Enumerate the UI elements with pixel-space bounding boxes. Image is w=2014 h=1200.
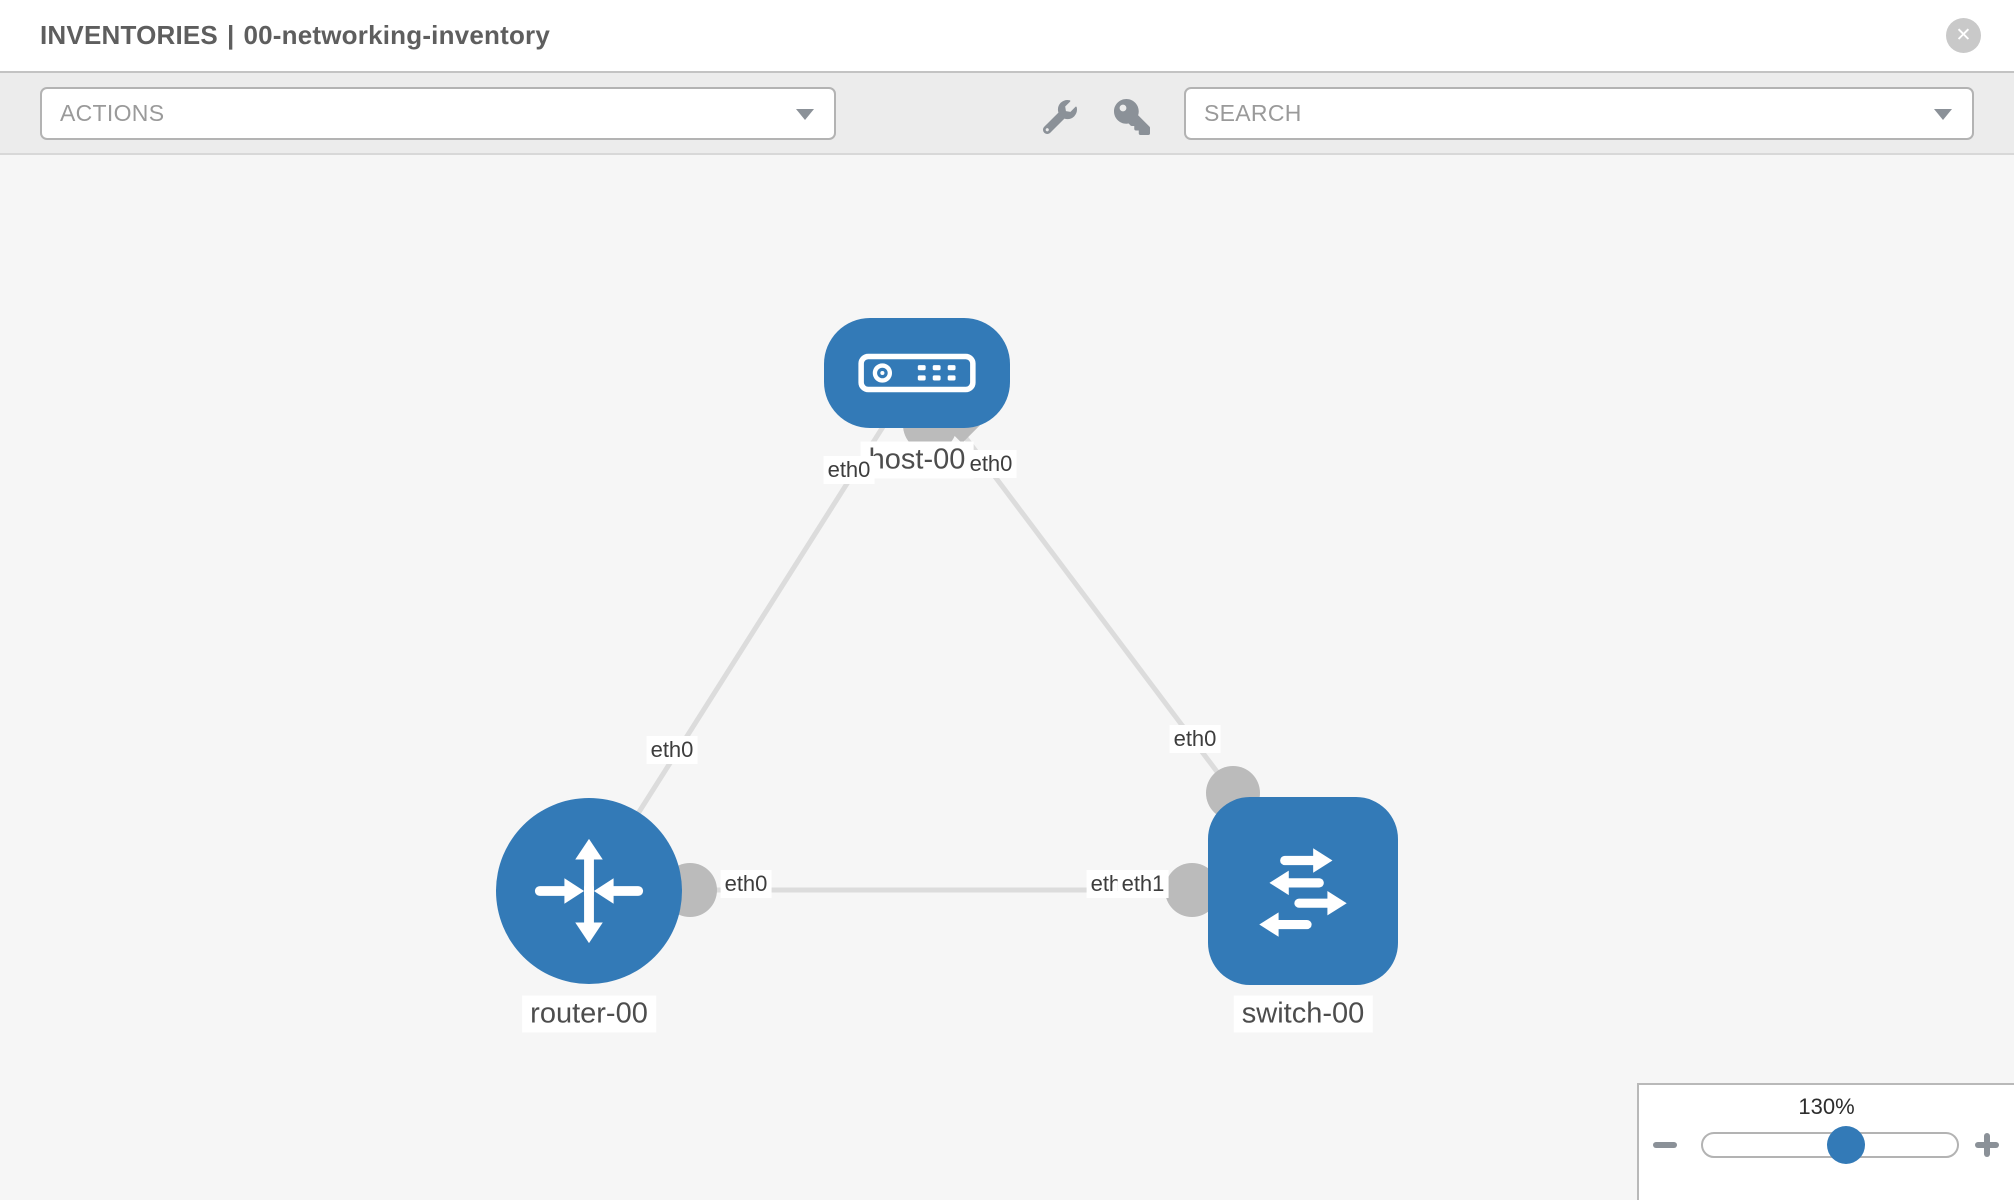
topology-canvas[interactable]: host-00 router-00 switch-00 eth0 eth0 et…: [0, 155, 2014, 1200]
node-label-switch: switch-00: [1233, 995, 1373, 1033]
configure-tools-button[interactable]: [1040, 97, 1080, 137]
page-title-section: INVENTORIES: [40, 20, 218, 50]
key-icon: [1114, 99, 1150, 135]
actions-dropdown-label: ACTIONS: [60, 100, 165, 126]
page-title-separator: |: [226, 20, 235, 50]
header: INVENTORIES | 00-networking-inventory ✕: [0, 0, 2014, 71]
search-placeholder: SEARCH: [1204, 100, 1302, 126]
chevron-down-icon: [1934, 109, 1952, 120]
credentials-button[interactable]: [1112, 97, 1152, 137]
zoom-out-button[interactable]: [1647, 1127, 1683, 1163]
interface-label-switch-eth0: eth0: [1169, 725, 1221, 753]
search-dropdown[interactable]: SEARCH: [1184, 87, 1974, 140]
inventory-name: 00-networking-inventory: [243, 20, 551, 50]
interface-label-switch-eth1: eth1: [1117, 870, 1169, 898]
close-icon: ✕: [1955, 24, 1972, 46]
node-host-00[interactable]: [824, 318, 1010, 428]
plus-icon: [1984, 1133, 1990, 1157]
zoom-panel: 130%: [1637, 1083, 2014, 1200]
interface-label-host-eth0-right: eth0: [965, 450, 1017, 478]
links-layer: [586, 371, 1303, 893]
interface-label-router-eth0: eth0: [720, 870, 772, 898]
toolbar: ACTIONS SEARCH: [0, 71, 2014, 155]
zoom-slider-thumb[interactable]: [1827, 1126, 1865, 1164]
close-button[interactable]: ✕: [1946, 18, 1981, 53]
chevron-down-icon: [796, 109, 814, 120]
zoom-percent-label: 130%: [1798, 1094, 1855, 1119]
switch-icon: [1259, 848, 1347, 937]
node-switch-00[interactable]: [1208, 797, 1398, 985]
router-icon: [534, 838, 644, 944]
minus-icon: [1653, 1142, 1677, 1148]
node-router-00[interactable]: [496, 798, 682, 984]
node-label-host: host-00: [860, 441, 974, 479]
host-icon: [858, 353, 976, 393]
actions-dropdown[interactable]: ACTIONS: [40, 87, 836, 140]
wrench-icon: [1043, 100, 1077, 134]
node-label-router: router-00: [522, 995, 656, 1033]
zoom-in-button[interactable]: [1969, 1127, 2005, 1163]
page-title: INVENTORIES | 00-networking-inventory: [40, 0, 559, 71]
interface-label-host-eth0-left: eth0: [823, 456, 875, 484]
interface-label-router-host-eth0: eth0: [646, 736, 698, 764]
